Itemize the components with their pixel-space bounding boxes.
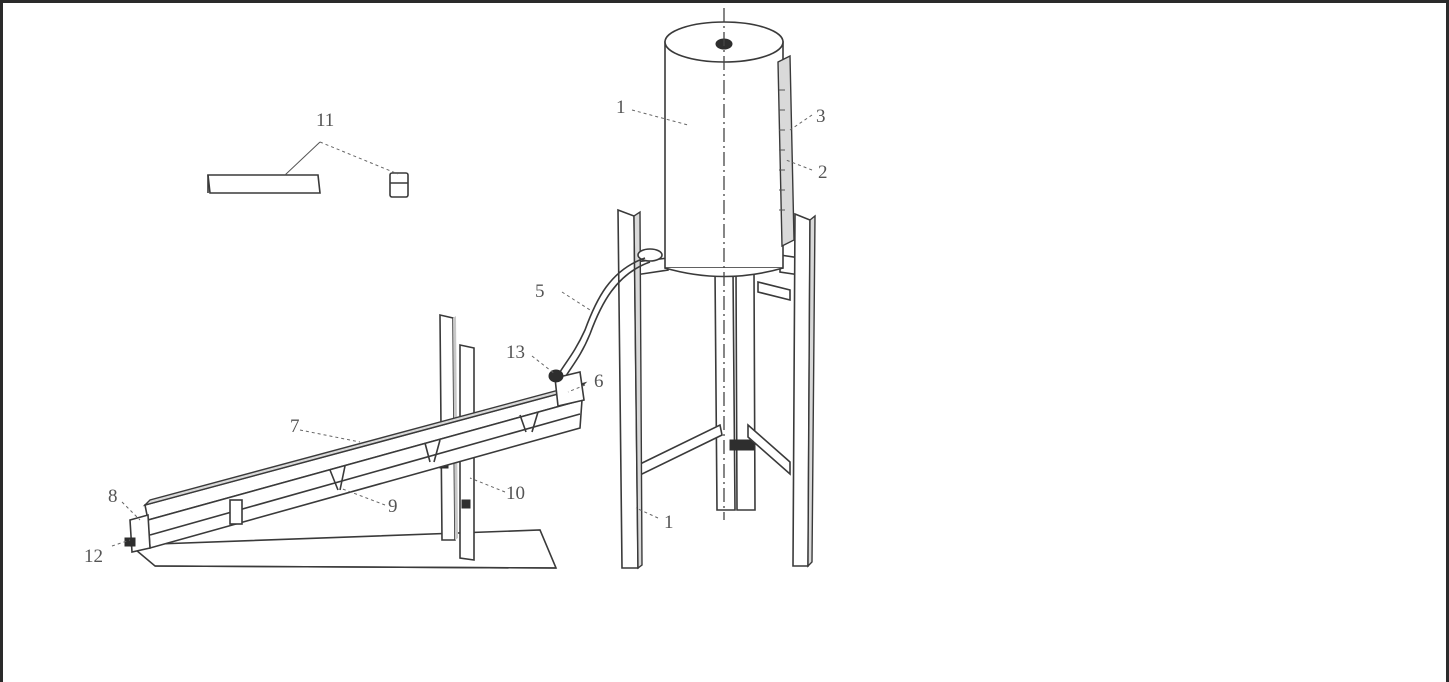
water-tank bbox=[664, 8, 784, 520]
callout-hose: 5 bbox=[535, 281, 545, 302]
inlet-box bbox=[554, 371, 585, 407]
scale-tube bbox=[777, 54, 795, 248]
callout-support: 9 bbox=[388, 496, 398, 517]
callout-end-gate: 8 bbox=[108, 486, 118, 507]
callout-valve: 13 bbox=[506, 342, 525, 363]
accessory-cap bbox=[389, 172, 409, 198]
valve bbox=[548, 369, 564, 383]
leader-lines-11 bbox=[284, 141, 399, 176]
callout-adjust-post: 10 bbox=[506, 483, 525, 504]
flume-channel bbox=[142, 381, 588, 550]
accessory-bar bbox=[207, 174, 321, 194]
tower-frame bbox=[634, 254, 801, 511]
end-gate bbox=[124, 513, 151, 553]
callout-outlet: 12 bbox=[84, 546, 103, 567]
flume-supports bbox=[229, 411, 539, 525]
front-left-leg bbox=[617, 208, 643, 570]
leader-lines bbox=[111, 109, 813, 547]
callout-legs: 1 bbox=[664, 512, 674, 533]
callout-gauge: 3 bbox=[816, 106, 826, 127]
callout-scale-tube: 2 bbox=[818, 162, 828, 183]
callout-tank: 1 bbox=[616, 97, 626, 118]
callout-accessories: 11 bbox=[316, 110, 334, 131]
callout-inlet-box: 6 bbox=[594, 371, 604, 392]
hose bbox=[559, 257, 646, 373]
callout-flume: 7 bbox=[290, 416, 300, 437]
front-right-leg bbox=[792, 212, 816, 568]
